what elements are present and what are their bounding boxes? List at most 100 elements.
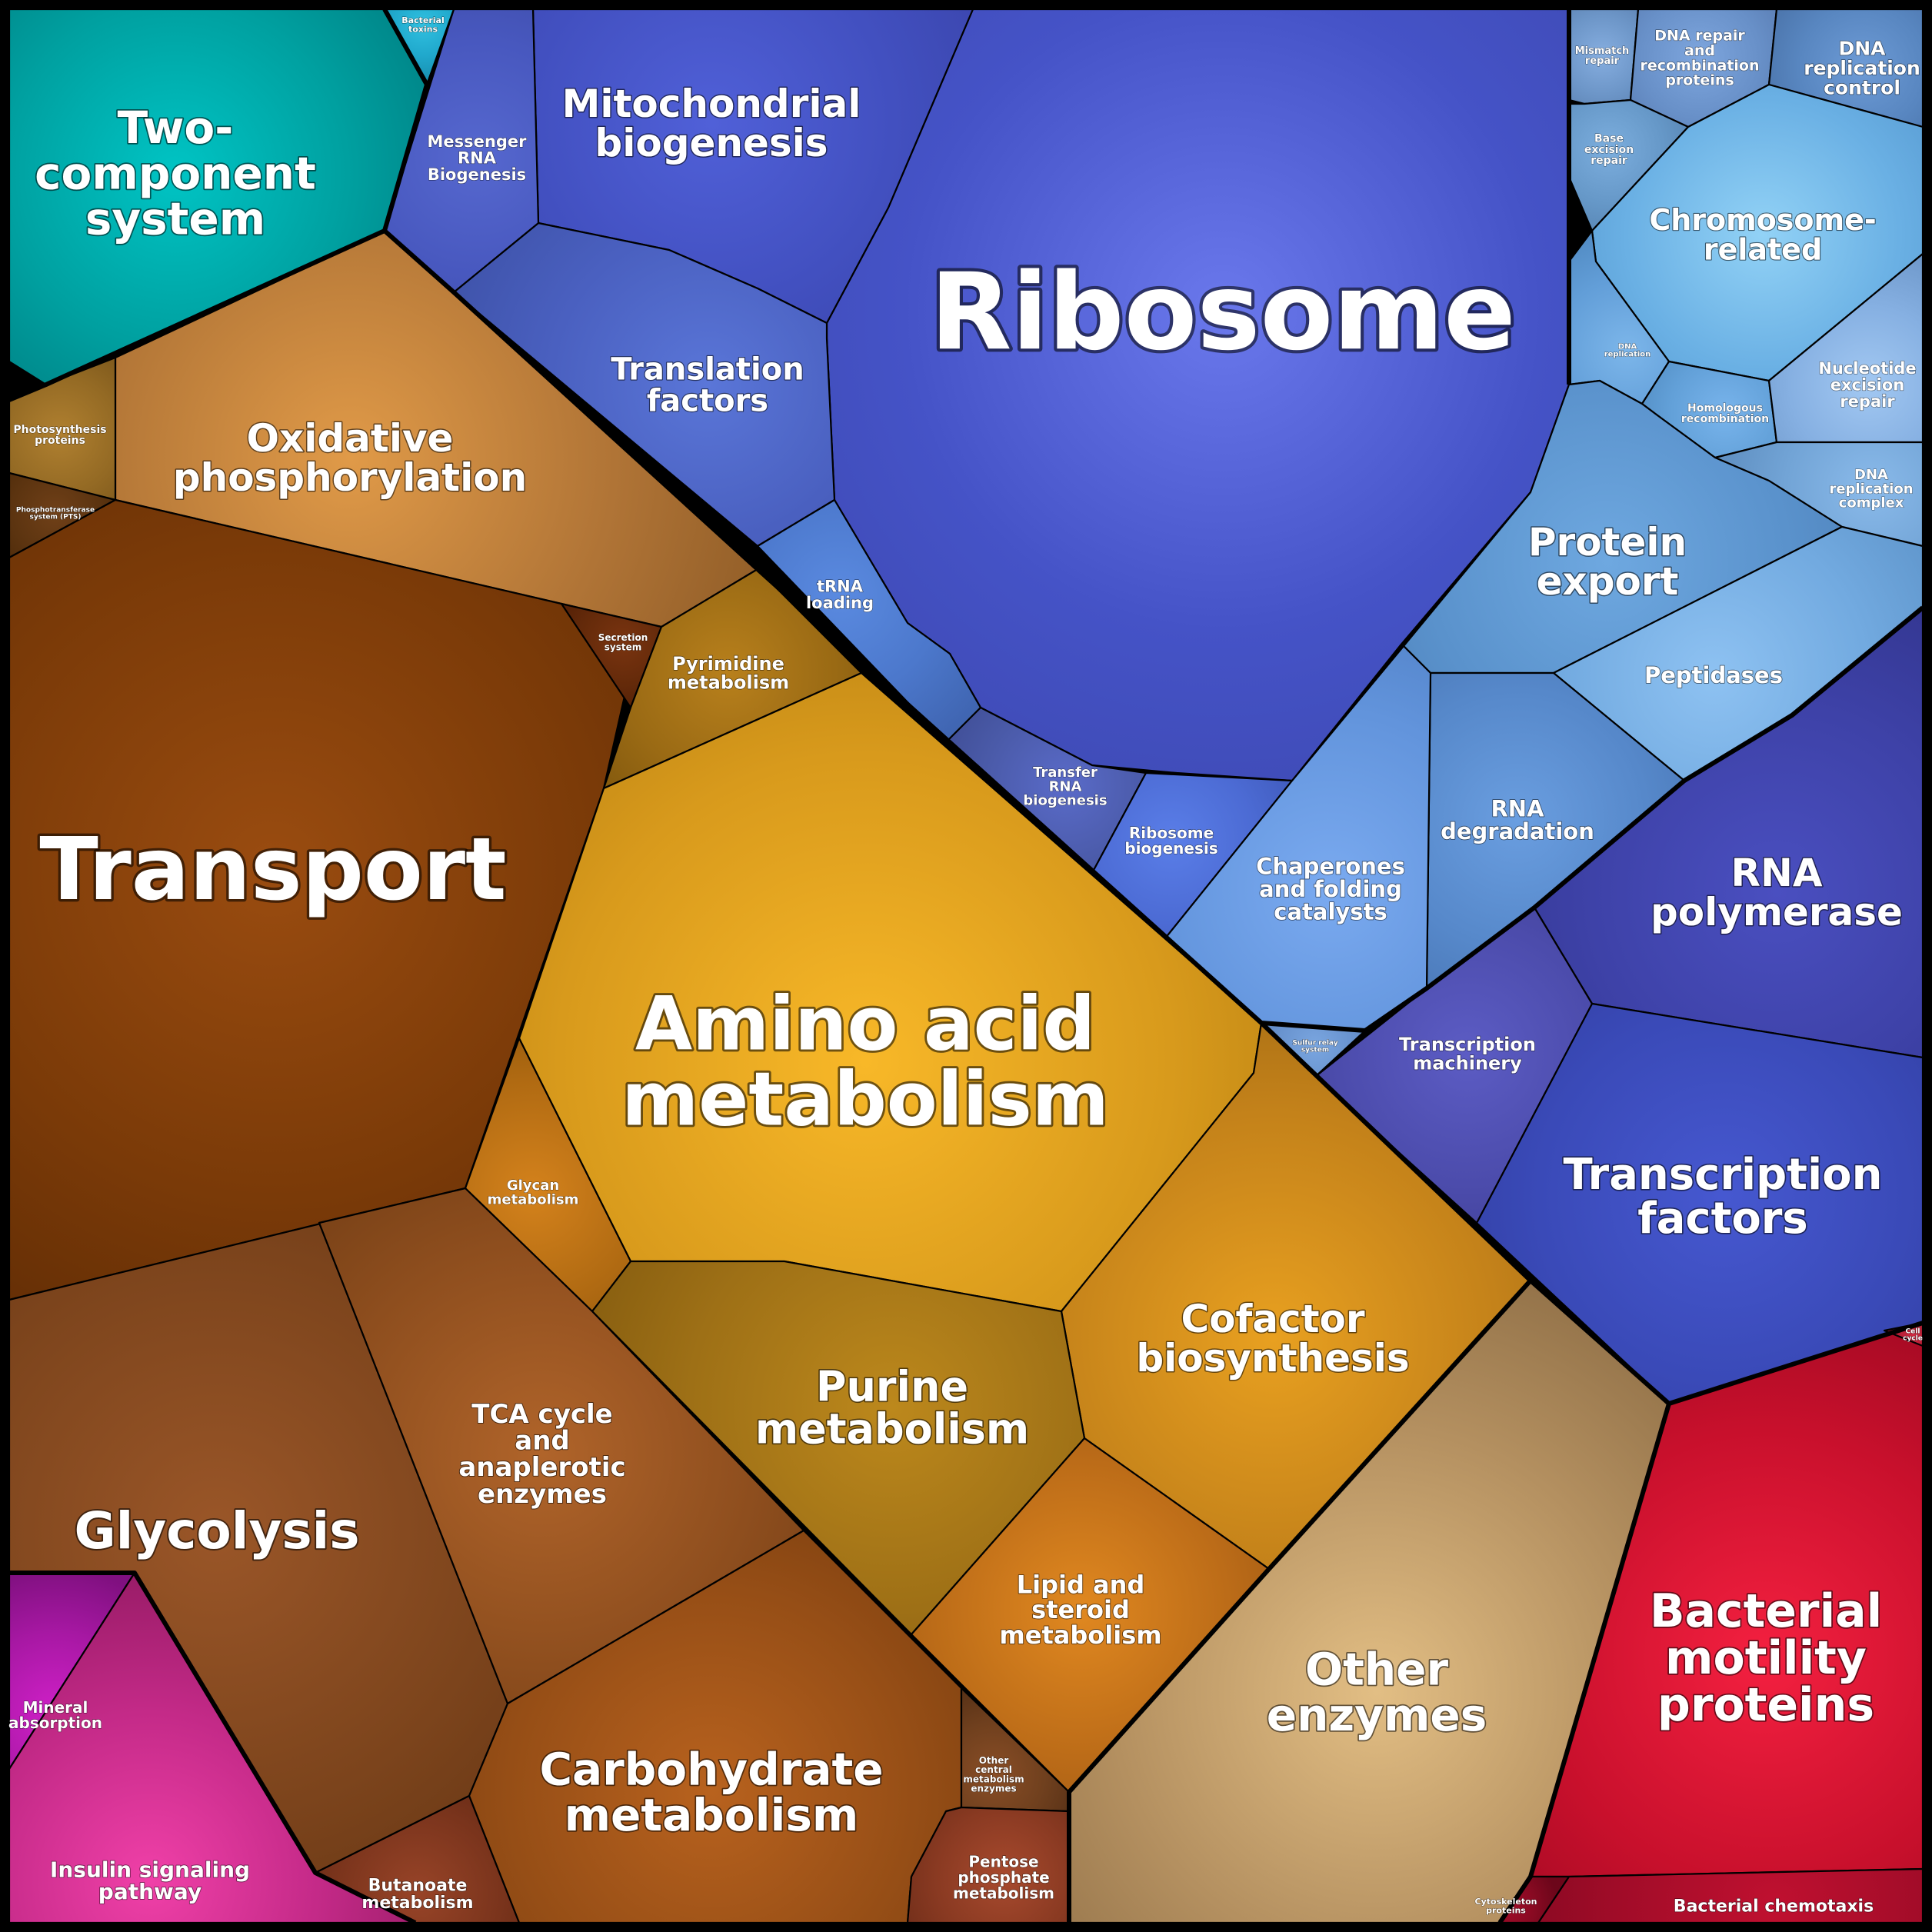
label-line: Other <box>1305 1644 1449 1696</box>
label-line: RNA <box>1730 851 1822 895</box>
label-line: RNA <box>1049 778 1082 794</box>
label-line: system <box>85 192 265 245</box>
label-line: Biogenesis <box>428 165 526 184</box>
label-line: factors <box>1637 1194 1808 1244</box>
label-line: Lipid and <box>1017 1571 1145 1600</box>
label-line: Base <box>1594 133 1624 145</box>
label-line: toxins <box>408 24 438 34</box>
label-line: recombination <box>1640 57 1759 74</box>
label-line: Phosphotransferase <box>16 507 95 515</box>
label-line: replication <box>1804 57 1920 79</box>
label-line: Ribosome <box>930 250 1516 374</box>
label-line: metabolism <box>621 1057 1108 1143</box>
label-line: Pentose <box>968 1853 1038 1871</box>
label-line: Protein <box>1528 520 1687 565</box>
label-line: metabolism <box>999 1621 1161 1650</box>
label-line: repair <box>1585 55 1620 67</box>
label-line: Mineral <box>23 1698 88 1717</box>
label-line: system <box>605 641 642 652</box>
label-ribosome: Ribosome <box>930 250 1516 374</box>
label-line: enzymes <box>1267 1689 1487 1741</box>
label-glycolysis: Glycolysis <box>74 1501 359 1561</box>
label-line: Cofactor <box>1181 1297 1364 1341</box>
label-line: Cytoskeleton <box>1475 1897 1537 1907</box>
label-line: proteins <box>1657 1678 1874 1732</box>
label-line: absorption <box>8 1714 102 1732</box>
group-boundary <box>1067 1567 1271 1923</box>
cells-layer <box>8 8 1924 1924</box>
label-line: biogenesis <box>595 121 828 165</box>
label-line: Insulin signaling <box>50 1857 250 1883</box>
label-line: Transport <box>39 820 506 920</box>
label-line: enzymes <box>478 1479 607 1510</box>
label-line: Pyrimidine <box>672 653 784 675</box>
label-transport: Transport <box>39 820 506 920</box>
label-line: Ribosome <box>1129 824 1214 842</box>
label-line: export <box>1537 559 1679 604</box>
label-line: repair <box>1840 392 1895 411</box>
label-line: complex <box>1839 495 1904 511</box>
label-line: central <box>975 1764 1012 1775</box>
label-line: Transcription <box>1563 1150 1882 1200</box>
label-line: proteins <box>35 435 85 447</box>
label-line: and <box>515 1426 570 1457</box>
cell-translation-factors[interactable] <box>452 222 836 548</box>
group-boundary <box>8 8 429 402</box>
group-boundary <box>9 1571 417 1925</box>
label-line: Homologous <box>1687 402 1763 415</box>
label-line: Oxidative <box>247 416 454 461</box>
label-line: Purine <box>816 1362 968 1411</box>
cell-tca-cycle[interactable] <box>318 1187 805 1705</box>
label-line: excision <box>1584 144 1634 156</box>
label-line: Amino acid <box>635 981 1095 1068</box>
label-line: Photosynthesis <box>13 424 106 436</box>
label-line: metabolism <box>361 1894 473 1913</box>
group-boundary <box>1261 605 1924 1033</box>
cell-protein-export[interactable] <box>1402 379 1844 675</box>
label-line: metabolism <box>668 672 789 694</box>
label-chromosome-related: Chromosome-related <box>1649 203 1876 267</box>
label-line: Two- <box>118 102 234 154</box>
label-line: Peptidases <box>1644 662 1783 688</box>
label-line: Nucleotide <box>1818 359 1916 378</box>
label-line: system <box>1301 1047 1329 1054</box>
label-line: Transfer <box>1033 764 1098 781</box>
label-line: TCA cycle <box>471 1399 612 1430</box>
label-line: tRNA <box>817 578 864 596</box>
label-line: Bacterial <box>401 15 444 25</box>
label-line: biogenesis <box>1023 793 1107 809</box>
label-line: Chromosome- <box>1649 203 1876 237</box>
group-boundary <box>1267 1278 1533 1571</box>
label-line: metabolism <box>963 1774 1024 1784</box>
label-line: factors <box>647 383 768 418</box>
label-line: component <box>35 147 316 199</box>
label-line: steroid <box>1031 1595 1130 1624</box>
label-line: metabolism <box>953 1884 1054 1902</box>
label-line: Bacterial chemotaxis <box>1674 1897 1874 1917</box>
label-line: Chaperones <box>1256 854 1405 880</box>
label-line: phosphate <box>958 1868 1049 1887</box>
